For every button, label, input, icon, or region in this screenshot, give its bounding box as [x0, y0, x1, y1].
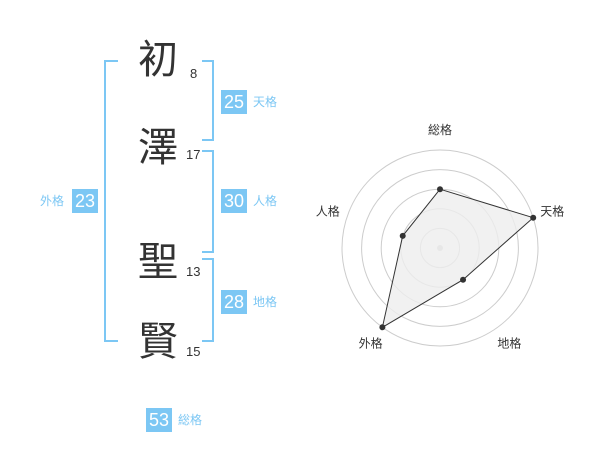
name-char-3: 聖: [138, 239, 178, 285]
tenkaku-bracket: [202, 60, 214, 141]
radar-point-3: [379, 324, 386, 331]
jinkaku-label: 人格: [253, 194, 278, 208]
stroke-count-1: 8: [190, 66, 198, 81]
radar-axis-label-1: 天格: [540, 204, 564, 219]
chikaku-label: 地格: [253, 295, 278, 309]
stroke-count-4: 15: [186, 344, 201, 359]
radar-ring-4: [361, 169, 519, 327]
radar-point-0: [437, 186, 443, 193]
radar-axis-label-3: 外格: [359, 336, 383, 351]
tenkaku-label: 天格: [253, 95, 278, 109]
jinkaku-value: 30: [221, 189, 247, 213]
jinkaku-bracket: [202, 150, 214, 253]
name-char-1: 初: [138, 37, 178, 83]
name-char-2: 澤: [138, 125, 178, 171]
radar-point-1: [530, 214, 537, 221]
radar-axis-label-0: 総格: [428, 122, 452, 137]
radar-axis-label-4: 人格: [316, 204, 340, 219]
tenkaku-value: 25: [221, 90, 247, 114]
soukaku-value: 53: [146, 408, 172, 432]
stroke-count-3: 13: [186, 264, 201, 279]
radar-series-polygon: [381, 188, 535, 329]
name-char-4: 賢: [138, 319, 178, 365]
gaikaku-value: 23: [72, 189, 98, 213]
gaikaku-label: 外格: [40, 194, 65, 208]
stroke-count-2: 17: [186, 147, 201, 162]
radar-axis-label-2: 地格: [497, 336, 521, 351]
chikaku-value: 28: [221, 290, 247, 314]
chikaku-bracket: [202, 258, 214, 342]
radar-point-2: [460, 276, 467, 283]
radar-point-4: [399, 232, 406, 239]
soukaku-label: 総格: [178, 413, 203, 427]
gaikaku-bracket: [104, 60, 118, 342]
radar-ring-5: [341, 149, 539, 347]
